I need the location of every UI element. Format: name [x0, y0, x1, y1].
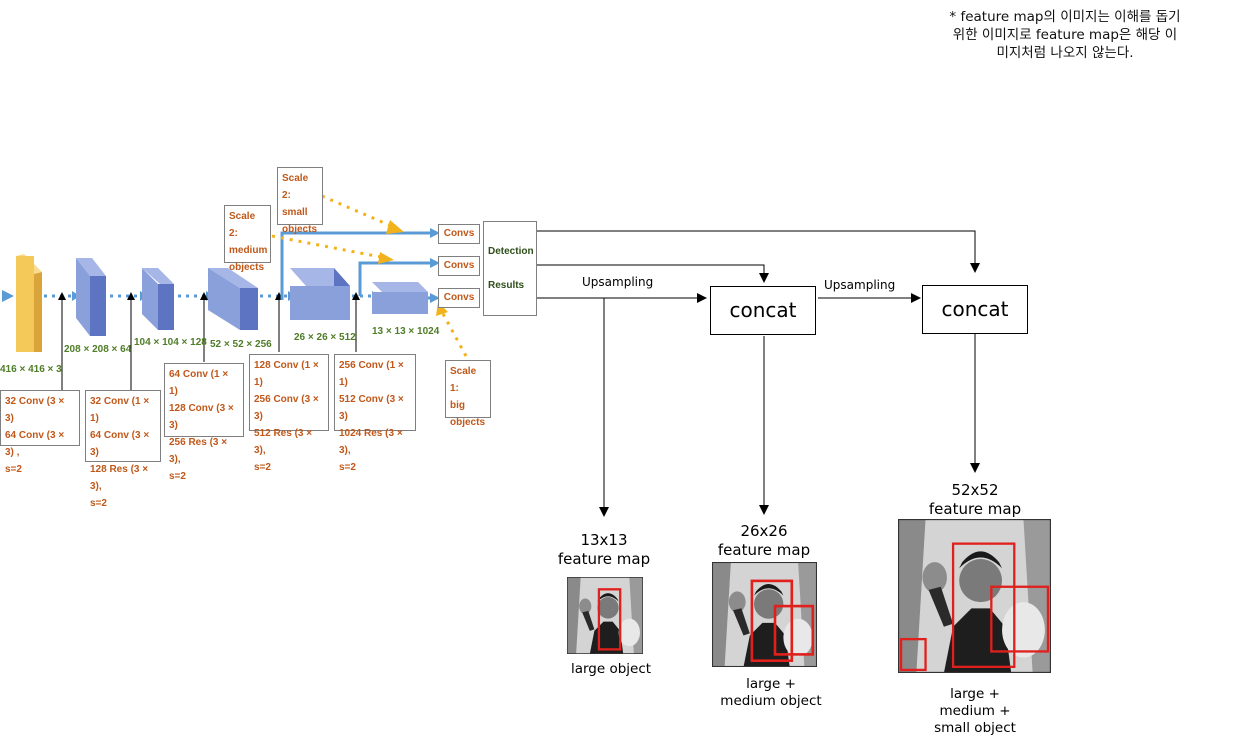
- feature-map-52-image: [898, 519, 1051, 673]
- convs-box-1: Convs: [438, 224, 480, 244]
- detection-results-box: [483, 221, 537, 316]
- detection-label: Detection: [488, 246, 534, 257]
- ops-box-2: 32 Conv (1 × 1) 64 Conv (3 × 3) 128 Res …: [85, 390, 161, 509]
- note-text: * feature map의 이미지는 이해를 돕기 위한 이미지로 featu…: [949, 9, 1181, 61]
- shape-label-52: 52 × 52 × 256: [210, 339, 272, 350]
- convs-box-3: Convs: [438, 288, 480, 308]
- feature-map-13-title: 13x13 feature map: [557, 531, 651, 568]
- upsampling-label-2: Upsampling: [824, 278, 896, 292]
- input-layer-slab: [16, 254, 42, 352]
- shape-label-26: 26 × 26 × 512: [294, 332, 356, 343]
- cube-104: [142, 268, 174, 330]
- feature-map-52-caption: large + medium + small object: [934, 686, 1016, 736]
- convs-box-2: Convs: [438, 256, 480, 276]
- concat-box-2: concat: [922, 285, 1028, 334]
- cube-26: [290, 268, 350, 320]
- scale-big-label: Scale 1: big objects: [445, 360, 491, 428]
- scale-small-label: Scale 2: small objects: [277, 167, 323, 235]
- feature-map-13-caption: large object: [570, 661, 652, 677]
- shape-label-13: 13 × 13 × 1024: [372, 326, 440, 337]
- ops-box-5: 256 Conv (1 × 1) 512 Conv (3 × 3) 1024 R…: [334, 354, 416, 473]
- scale-medium-label: Scale 2: medium objects: [224, 205, 271, 273]
- ops-box-4: 128 Conv (1 × 1) 256 Conv (3 × 3) 512 Re…: [249, 354, 329, 473]
- results-label: Results: [488, 280, 525, 291]
- feature-map-13-image: [567, 577, 643, 654]
- cube-208: [76, 258, 106, 336]
- ops-box-1: 32 Conv (3 × 3) 64 Conv (3 × 3) , s=2: [0, 390, 80, 475]
- upsampling-label-1: Upsampling: [582, 275, 654, 289]
- feature-map-26-caption: large + medium object: [720, 676, 822, 709]
- shape-label-104: 104 × 104 × 128: [134, 337, 207, 348]
- shape-label-208: 208 × 208 × 64: [64, 344, 132, 355]
- cube-52: [208, 268, 258, 330]
- feature-map-52-title: 52x52 feature map: [928, 481, 1022, 518]
- input-arrow-icon: [2, 290, 14, 302]
- ops-box-3: 64 Conv (1 × 1) 128 Conv (3 × 3) 256 Res…: [164, 363, 244, 482]
- concat-box-1: concat: [710, 286, 816, 335]
- scale-pointers: [271, 194, 468, 357]
- shape-label-416: 416 × 416 × 3: [0, 364, 62, 375]
- cube-13: [372, 282, 428, 314]
- feature-map-26-image: [712, 562, 817, 667]
- feature-map-26-title: 26x26 feature map: [717, 522, 811, 559]
